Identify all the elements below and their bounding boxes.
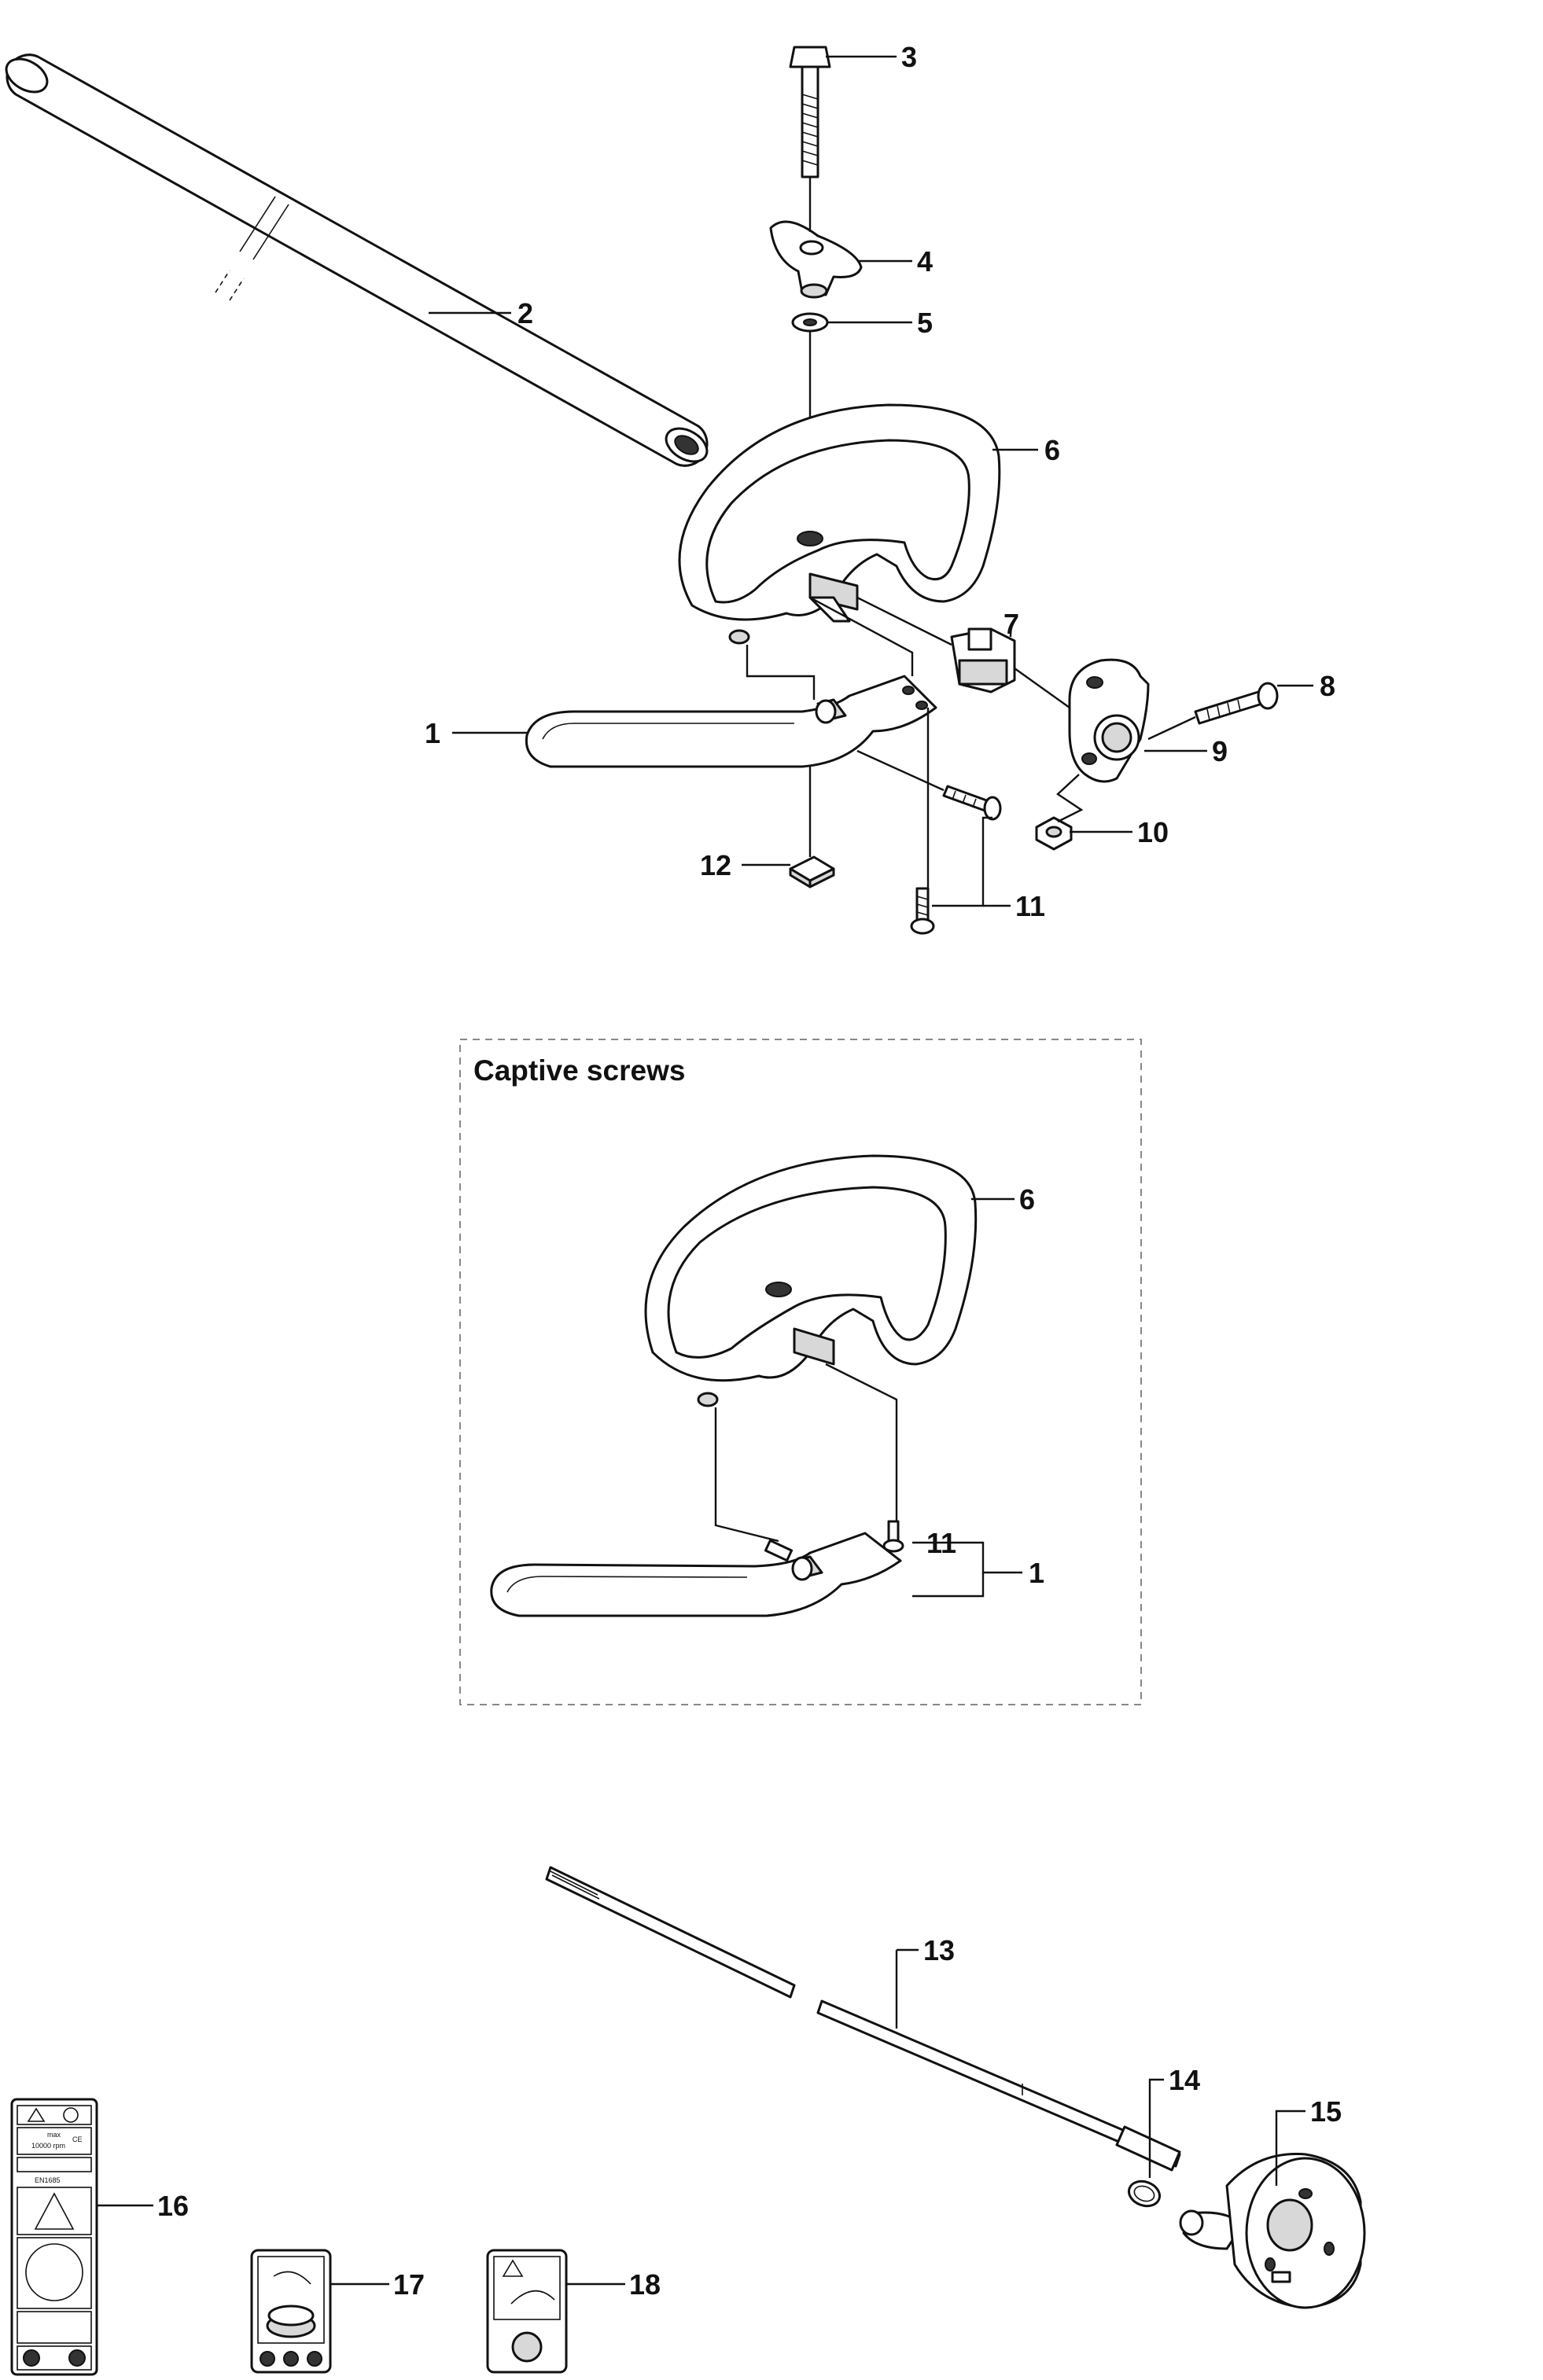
callout-7: 7 (1004, 608, 1019, 640)
detail-callout-1: 1 (1029, 1557, 1044, 1589)
assembly-guides-main (746, 596, 1196, 888)
decal-rpm-text: 10000 rpm (31, 2142, 65, 2150)
part-9-clamp-bracket (1068, 658, 1150, 783)
callout-8: 8 (1320, 670, 1335, 702)
leader-lines (97, 55, 1313, 2286)
part-15-clutch-drum (1179, 2153, 1366, 2309)
part-18-handle-decal (486, 2249, 568, 2374)
part-12-square-nut (789, 855, 835, 888)
detail-callout-11: 11 (926, 1527, 956, 1559)
assembly-guides-detail (714, 1363, 898, 1543)
part-7-clamp-block (950, 627, 1016, 693)
part-1-lower-handle (525, 675, 937, 768)
part-16-warning-decal: max 10000 rpm CE EN1685 (10, 2098, 98, 2376)
part-5-washer (791, 312, 829, 333)
callout-2: 2 (517, 297, 533, 329)
decal-iso-text: EN1685 (35, 2176, 61, 2184)
callout-4: 4 (917, 245, 933, 278)
callout-14: 14 (1169, 2064, 1200, 2096)
part-17-spool-decal (250, 2249, 332, 2374)
callout-5: 5 (917, 307, 933, 339)
callout-3: 3 (901, 41, 917, 73)
callout-11: 11 (1015, 890, 1045, 922)
callout-13: 13 (923, 1934, 955, 1966)
detail-callout-6: 6 (1019, 1183, 1035, 1216)
callout-10: 10 (1137, 816, 1169, 848)
callout-9: 9 (1212, 735, 1228, 767)
part-13-drive-shaft (545, 1866, 1181, 2172)
callout-12: 12 (700, 849, 731, 881)
callout-17: 17 (393, 2268, 425, 2301)
part-11-screws (910, 785, 1002, 935)
part-6-loop-handle (678, 403, 1001, 645)
callout-15: 15 (1310, 2095, 1342, 2128)
detail-part-1-lower-handle (490, 1520, 904, 1617)
callout-1: 1 (425, 717, 440, 749)
callout-6: 6 (1044, 434, 1060, 466)
section-title-captive-screws: Captive screws (473, 1054, 685, 1087)
captive-screws-box (459, 1039, 1142, 1705)
part-14-o-ring (1128, 2180, 1161, 2208)
part-4-wing-knob (769, 220, 863, 299)
decal-ce-text: CE (72, 2135, 83, 2143)
decal-max-text: max (47, 2131, 61, 2139)
part-8-screw (1194, 682, 1279, 725)
callout-16: 16 (157, 2190, 189, 2222)
part-10-nut (1035, 816, 1073, 851)
part-2-shaft-tube (5, 53, 709, 467)
part-3-bolt (789, 46, 831, 178)
callout-18: 18 (629, 2268, 661, 2301)
detail-part-6-loop-handle (644, 1154, 978, 1407)
